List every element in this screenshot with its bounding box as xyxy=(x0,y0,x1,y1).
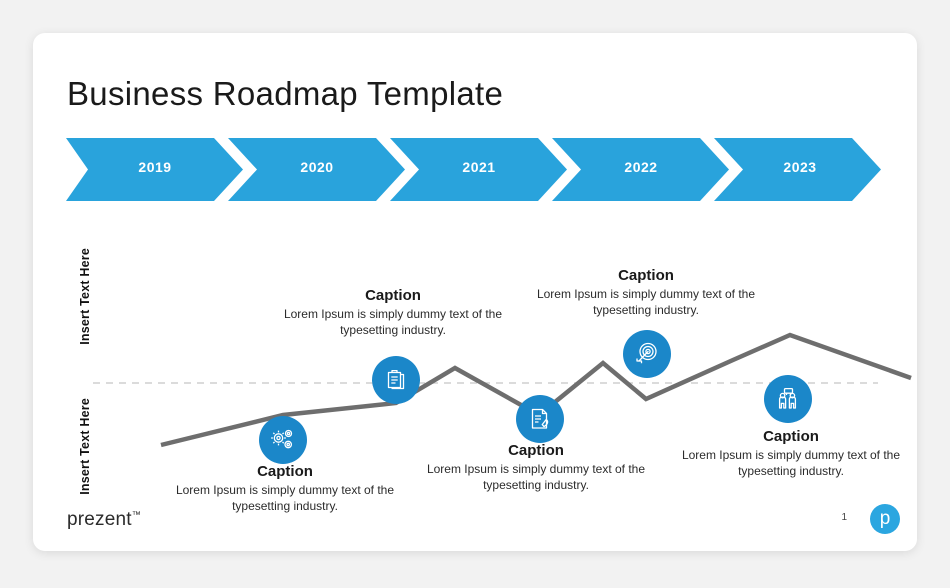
axis-label-top: Insert Text Here xyxy=(78,248,92,345)
document-pen-icon xyxy=(531,408,549,429)
prezent-logo-badge[interactable]: p xyxy=(870,504,900,534)
milestone-icon-clipboard[interactable] xyxy=(372,356,420,404)
caption-body-3: Lorem Ipsum is simply dummy text of the … xyxy=(426,462,646,493)
chart-svg xyxy=(93,332,912,448)
slide-canvas: Business Roadmap Template 2019 2020 2021… xyxy=(33,33,917,551)
chevron-segment-2021[interactable] xyxy=(390,138,567,201)
milestone-caption-1: Caption Lorem Ipsum is simply dummy text… xyxy=(170,463,400,514)
chevron-shapes xyxy=(66,138,881,201)
timeline-label-2022: 2022 xyxy=(624,159,658,175)
chevron-segment-2023[interactable] xyxy=(714,138,881,201)
milestone-caption-4: Caption Lorem Ipsum is simply dummy text… xyxy=(531,267,761,318)
milestone-caption-5: Caption Lorem Ipsum is simply dummy text… xyxy=(676,428,906,479)
team-people-icon xyxy=(778,387,797,409)
page-number: 1 xyxy=(841,512,847,523)
timeline-label-2021: 2021 xyxy=(462,159,496,175)
milestone-icon-document-pen[interactable] xyxy=(516,395,564,443)
chevron-segment-2019[interactable] xyxy=(66,138,243,201)
target-arrow-icon xyxy=(636,342,657,364)
trend-line xyxy=(160,332,912,448)
gears-icon xyxy=(271,429,293,449)
timeline-label-2019: 2019 xyxy=(138,159,172,175)
logo-letter: p xyxy=(879,507,891,529)
caption-body-5: Lorem Ipsum is simply dummy text of the … xyxy=(681,448,901,479)
caption-body-4: Lorem Ipsum is simply dummy text of the … xyxy=(536,287,756,318)
caption-title-4: Caption xyxy=(618,267,674,284)
caption-body-2: Lorem Ipsum is simply dummy text of the … xyxy=(283,307,503,338)
timeline-label-2023: 2023 xyxy=(783,159,817,175)
caption-title-1: Caption xyxy=(257,463,313,480)
timeline-label-2020: 2020 xyxy=(300,159,334,175)
brand-trademark: ™ xyxy=(131,509,141,520)
milestone-caption-3: Caption Lorem Ipsum is simply dummy text… xyxy=(421,442,651,493)
caption-title-2: Caption xyxy=(365,287,421,304)
caption-title-3: Caption xyxy=(508,442,564,459)
brand-name: prezent xyxy=(67,509,132,530)
brand-wordmark: prezent™ xyxy=(67,509,141,531)
caption-body-1: Lorem Ipsum is simply dummy text of the … xyxy=(175,483,395,514)
clipboard-icon xyxy=(387,369,405,390)
milestone-icon-team[interactable] xyxy=(764,375,812,423)
axis-label-bottom: Insert Text Here xyxy=(78,398,92,495)
page-title: Business Roadmap Template xyxy=(67,75,504,112)
timeline-chevron-bar: 2019 2020 2021 2022 2023 xyxy=(66,138,881,201)
caption-title-5: Caption xyxy=(763,428,819,445)
milestone-caption-2: Caption Lorem Ipsum is simply dummy text… xyxy=(278,287,508,338)
roadmap-chart: Insert Text Here Insert Text Here xyxy=(33,213,917,513)
chevron-segment-2022[interactable] xyxy=(552,138,729,201)
chevron-segment-2020[interactable] xyxy=(228,138,405,201)
milestone-icon-gears[interactable] xyxy=(259,416,307,464)
milestone-icon-target[interactable] xyxy=(623,330,671,378)
